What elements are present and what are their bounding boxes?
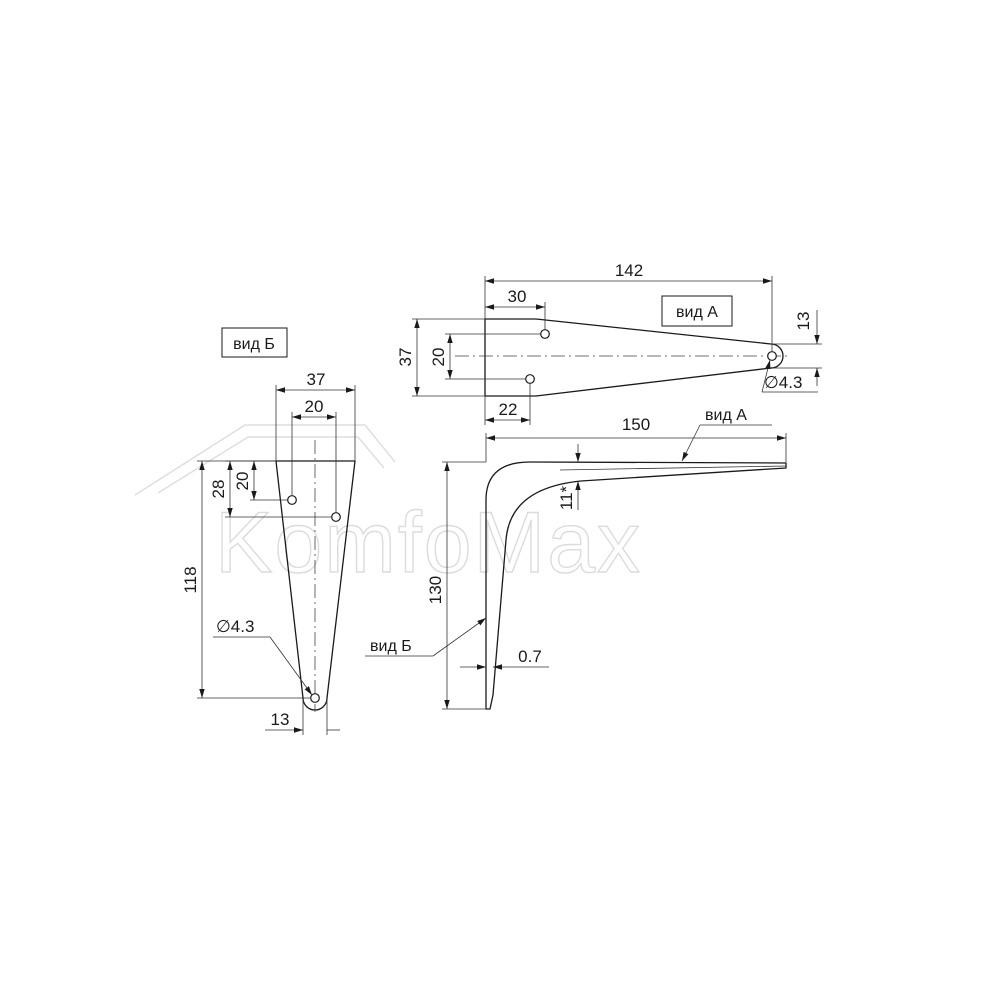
- view-a-leader: [761, 359, 771, 393]
- view-a-dim-hole-offset: 30: [508, 287, 527, 306]
- view-b: вид Б 37 20 28 20 118 ∅4: [181, 327, 356, 735]
- view-b-dim-vertical-hole: 20: [233, 472, 252, 491]
- side-view-dim-thickness: 0.7: [518, 647, 542, 666]
- view-a-hole-upper: [540, 329, 550, 339]
- view-b-leader: [269, 636, 313, 696]
- view-b-dim-hole-dia: ∅4.3: [216, 617, 254, 636]
- side-view-dim-length: 150: [622, 415, 650, 434]
- view-a: вид А 142 30 37 20 22 13: [396, 261, 822, 425]
- side-view-callout-view-b: вид Б: [370, 638, 412, 655]
- side-view-bracket-outline: [485, 461, 787, 710]
- side-view-callout-a-leader: [681, 424, 701, 462]
- view-a-dim-width: 37: [396, 348, 415, 367]
- view-a-dim-hole-spacing: 20: [429, 348, 448, 367]
- view-b-label-box: [221, 327, 288, 358]
- view-a-label: вид А: [676, 304, 718, 321]
- watermark-roof-inner: [157, 436, 385, 494]
- side-view: 150 130 11* 0.7 вид А вид Б: [365, 407, 787, 710]
- view-b-dim-hole-spacing: 20: [305, 397, 324, 416]
- view-b-hole-mid-right: [331, 512, 341, 522]
- view-a-dim-bottom-offset: 22: [499, 400, 518, 419]
- side-view-inner-edge: [559, 465, 787, 471]
- view-b-hole-tip: [310, 693, 320, 703]
- view-b-dim-height-top: 28: [209, 480, 228, 499]
- side-view-callout-view-a: вид А: [705, 407, 747, 424]
- view-b-hole-top-left: [287, 495, 297, 505]
- view-a-label-box: [661, 295, 733, 327]
- view-a-hole-tip: [767, 351, 777, 361]
- view-b-dim-width: 37: [307, 370, 326, 389]
- view-a-hole-lower: [525, 374, 535, 384]
- view-b-label: вид Б: [233, 336, 275, 353]
- side-view-callout-b-leader: [432, 617, 487, 657]
- view-a-dim-hole-dia: ∅4.3: [764, 373, 802, 392]
- side-view-dim-height: 130: [426, 576, 445, 604]
- watermark-roof-outer: [134, 424, 396, 496]
- view-b-dim-length: 118: [181, 566, 200, 593]
- view-b-bracket-outline: [275, 460, 356, 711]
- view-a-dim-length: 142: [615, 261, 643, 280]
- side-view-dim-rise: 11*: [557, 485, 576, 510]
- view-a-dim-tip-width: 13: [794, 312, 813, 331]
- view-b-dim-tip-width: 13: [271, 710, 290, 729]
